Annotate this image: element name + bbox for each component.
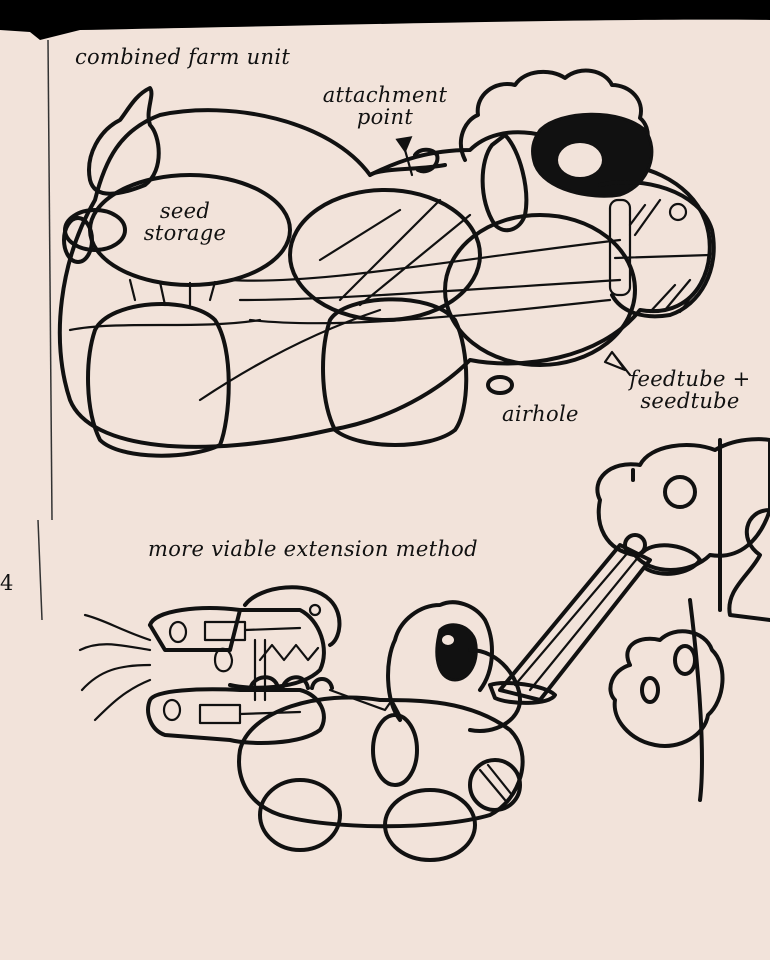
label-feedtube-line1: feedtube +: [629, 367, 751, 391]
planter-link: [328, 688, 402, 717]
airhole-shape: [486, 375, 514, 395]
planter-rods: [238, 626, 302, 716]
feedtube-arrow: [603, 350, 632, 377]
tree-canopy-right: [727, 508, 770, 622]
attachment-notch: [368, 147, 447, 177]
eye-highlight: [558, 143, 602, 177]
combined-farm-unit-drawing: [57, 68, 716, 458]
feed-tube-lines: [228, 198, 622, 325]
planter-teeth: [213, 643, 320, 673]
title-combined-farm-unit: combined farm unit: [75, 45, 291, 69]
tree-fruit-3: [640, 676, 660, 704]
storage-supports: [128, 278, 217, 307]
attachment-leader: [403, 148, 414, 177]
attachment-arrow: [395, 136, 413, 154]
label-seed-line1: seed: [159, 199, 211, 223]
label-feedtube-seedtube: feedtube + seedtube: [625, 368, 755, 412]
notebook-margin-line: [47, 39, 53, 521]
planter-hood: [243, 585, 342, 647]
robot-head-fluff: [386, 600, 494, 722]
label-seed-storage: seed storage: [135, 200, 235, 244]
extension-arm-inner: [513, 548, 642, 692]
snout-panel: [598, 180, 716, 319]
snout-hatching: [628, 198, 702, 314]
snout-nostril: [668, 202, 688, 222]
robot-side-panel: [468, 758, 522, 812]
tree-canopy-lower: [608, 629, 725, 748]
extension-method-drawing: [78, 437, 770, 862]
planter-top-bar: [148, 608, 242, 652]
robot-snout: [468, 648, 522, 733]
planter-hood-dot: [308, 603, 322, 617]
tree-fruit-1: [663, 475, 697, 509]
head-fluff: [458, 68, 650, 162]
label-airhole: airhole: [502, 402, 579, 426]
label-attachment-line1: attachment: [322, 83, 448, 107]
label-attachment-line2: point: [356, 105, 414, 129]
planter-frame-lower: [146, 687, 326, 745]
planter-seed-row: [248, 675, 334, 692]
front-leg: [321, 297, 469, 447]
body-seam: [68, 308, 382, 402]
label-feedtube-line2: seedtube: [640, 389, 740, 413]
tail-tuft: [87, 86, 161, 196]
tree-trunk: [631, 438, 722, 802]
tree-fruit-2: [673, 644, 697, 676]
planter-hoses: [78, 613, 152, 722]
robot-body: [237, 695, 525, 829]
margin-mark: 4: [0, 571, 14, 595]
label-attachment-point: attachment point: [315, 84, 455, 128]
rear-leg: [86, 302, 231, 458]
planter-bolt-top: [168, 620, 188, 644]
notebook-margin-line-lower: [37, 519, 43, 621]
body-outline: [57, 108, 712, 449]
planter-bolt-bottom: [162, 698, 182, 722]
label-seed-line2: storage: [143, 221, 227, 245]
tube-clamp: [608, 198, 632, 297]
robot-side-hatch: [478, 763, 514, 802]
robot-foot-left: [258, 778, 342, 852]
extension-arm: [498, 543, 652, 702]
arm-jaw: [641, 543, 702, 576]
robot-eye: [435, 623, 478, 682]
scan-shadow-top: [0, 0, 770, 40]
robot-eye-glint: [442, 635, 454, 645]
sheep-ear: [480, 133, 529, 233]
head-sphere: [443, 213, 637, 367]
arm-ring: [488, 681, 557, 705]
title-extension-method: more viable extension method: [148, 537, 478, 561]
robot-foot-right: [383, 788, 477, 862]
